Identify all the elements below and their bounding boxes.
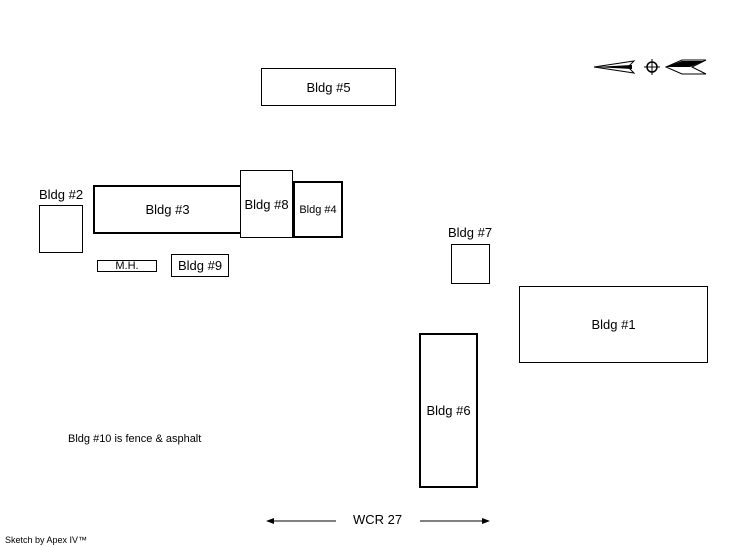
road-label: WCR 27	[353, 512, 403, 527]
building-9-label: Bldg #9	[177, 258, 223, 273]
sketch-credit: Sketch by Apex IV™	[5, 535, 88, 545]
building-1: Bldg #1	[519, 286, 708, 363]
building-6-label: Bldg #6	[426, 403, 471, 418]
building-7-label: Bldg #7	[448, 225, 493, 240]
building-8: Bldg #8	[240, 170, 293, 238]
building-8-label: Bldg #8	[244, 196, 289, 212]
north-arrow-icon	[593, 59, 707, 75]
mobile-home: M.H.	[97, 260, 157, 272]
building-7	[451, 244, 490, 284]
building-2-label: Bldg #2	[39, 187, 84, 202]
building-3: Bldg #3	[93, 185, 242, 234]
building-1-label: Bldg #1	[591, 317, 636, 332]
building-5: Bldg #5	[261, 68, 396, 106]
building-4: Bldg #4	[293, 181, 343, 238]
building-6: Bldg #6	[419, 333, 478, 488]
road-arrow-icon	[266, 518, 490, 524]
building-4-label: Bldg #4	[299, 203, 337, 216]
building-5-label: Bldg #5	[306, 79, 351, 95]
building-2	[39, 205, 83, 253]
building-9: Bldg #9	[171, 254, 229, 277]
mobile-home-label: M.H.	[115, 260, 139, 272]
building-3-label: Bldg #3	[145, 202, 190, 217]
site-note: Bldg #10 is fence & asphalt	[68, 433, 202, 445]
